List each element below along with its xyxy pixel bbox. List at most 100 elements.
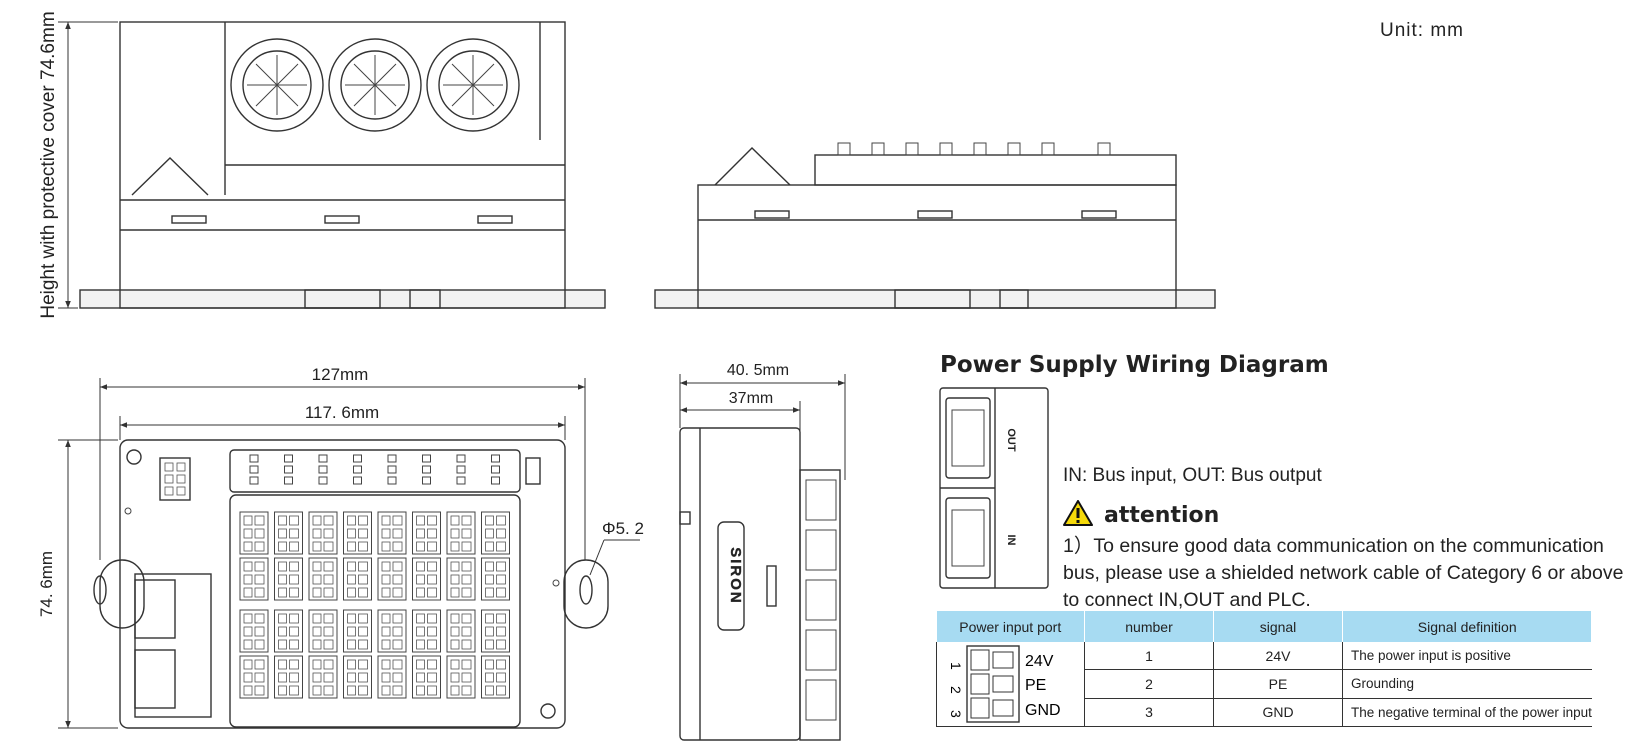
terminal-block (481, 557, 510, 601)
led-indicator (456, 476, 466, 485)
terminal-hole (243, 528, 253, 539)
terminal-block (446, 557, 476, 601)
terminal-hole (323, 561, 334, 572)
terminal-hole (323, 659, 334, 670)
terminal-hole (278, 574, 287, 585)
terminal-hole (450, 541, 460, 552)
terminal-hole (323, 541, 334, 552)
led-indicator (284, 465, 293, 474)
terminal-hole (485, 587, 494, 598)
terminal-hole (461, 528, 472, 539)
terminal-hole (289, 541, 299, 552)
terminal-hole (496, 659, 506, 670)
header-signal-definition: Signal definition (1342, 611, 1593, 642)
terminal-hole (323, 587, 334, 598)
cell-signal: GND (1213, 698, 1343, 728)
terminal-block (239, 511, 269, 555)
terminal-hole (381, 639, 391, 650)
terminal-hole (496, 541, 506, 552)
terminal-hole (254, 561, 265, 572)
led-indicator (353, 465, 362, 474)
terminal-hole (450, 639, 460, 650)
terminal-hole (176, 462, 186, 472)
terminal-block (377, 655, 407, 699)
terminal-hole (289, 574, 299, 585)
terminal-hole (381, 685, 391, 696)
terminal-hole (358, 561, 368, 572)
terminal-hole (461, 626, 472, 637)
terminal-hole (450, 528, 460, 539)
terminal-hole (416, 659, 425, 670)
terminal-hole (254, 639, 265, 650)
table-row: 1 2 3 24V PE GND 1 24V The power input i… (936, 642, 1592, 727)
io-description: IN: Bus input, OUT: Bus output (1063, 465, 1322, 486)
terminal-block (239, 557, 269, 601)
terminal-hole (347, 587, 356, 598)
pin-1-label: 1 (948, 662, 964, 670)
terminal-block (274, 557, 303, 601)
led-indicator (387, 454, 397, 463)
terminal-hole (312, 626, 322, 637)
wiring-diagram-title: Power Supply Wiring Diagram (940, 352, 1329, 378)
terminal-hole (312, 672, 322, 683)
port-in-label: IN (1005, 535, 1017, 546)
terminal-block (308, 557, 338, 601)
led-indicator (284, 476, 293, 485)
terminal-hole (347, 561, 356, 572)
terminal-hole (427, 574, 437, 585)
top-view-dimensions (58, 378, 640, 729)
unit-label: Unit: mm (1380, 20, 1464, 41)
terminal-hole (450, 659, 460, 670)
terminal-hole (278, 685, 287, 696)
terminal-hole (312, 561, 322, 572)
side-view (654, 142, 1216, 309)
terminal-hole (358, 587, 368, 598)
terminal-hole (496, 561, 506, 572)
terminal-hole (278, 639, 287, 650)
terminal-hole (392, 528, 403, 539)
terminal-hole (381, 626, 391, 637)
terminal-hole (485, 528, 494, 539)
terminal-hole (461, 515, 472, 526)
terminal-hole (416, 561, 425, 572)
pin-2-label: 2 (948, 686, 964, 694)
attention-body: 1）To ensure good data communication on t… (1063, 535, 1624, 611)
terminal-block (274, 511, 303, 555)
terminal-block (343, 511, 372, 555)
terminal-hole (312, 541, 322, 552)
terminal-hole (312, 659, 322, 670)
attention-title: attention (1104, 503, 1220, 528)
terminal-hole (450, 587, 460, 598)
terminal-hole (416, 685, 425, 696)
terminal-hole (312, 515, 322, 526)
top-view (93, 439, 609, 729)
terminal-hole (358, 528, 368, 539)
cell-definition: Grounding (1342, 669, 1592, 699)
terminal-hole (450, 613, 460, 624)
led-indicator (353, 476, 362, 485)
port-out-label: OUT (1005, 428, 1017, 452)
terminal-hole (485, 626, 494, 637)
led-indicator (387, 465, 397, 474)
terminal-hole (254, 528, 265, 539)
terminal-hole (496, 515, 506, 526)
terminal-hole (347, 528, 356, 539)
terminal-hole (164, 474, 174, 484)
terminal-hole (485, 672, 494, 683)
terminal-hole (347, 613, 356, 624)
terminal-hole (278, 626, 287, 637)
terminal-hole (289, 561, 299, 572)
terminal-hole (392, 541, 403, 552)
terminal-hole (427, 613, 437, 624)
led-indicator (456, 454, 466, 463)
terminal-hole (312, 639, 322, 650)
warning-icon (1063, 500, 1093, 526)
terminal-hole (312, 613, 322, 624)
terminal-block-grid (164, 462, 510, 699)
terminal-hole (450, 515, 460, 526)
terminal-block (239, 609, 269, 653)
depth-37-label: 37mm (729, 390, 773, 407)
terminal-hole (347, 626, 356, 637)
terminal-hole (381, 587, 391, 598)
